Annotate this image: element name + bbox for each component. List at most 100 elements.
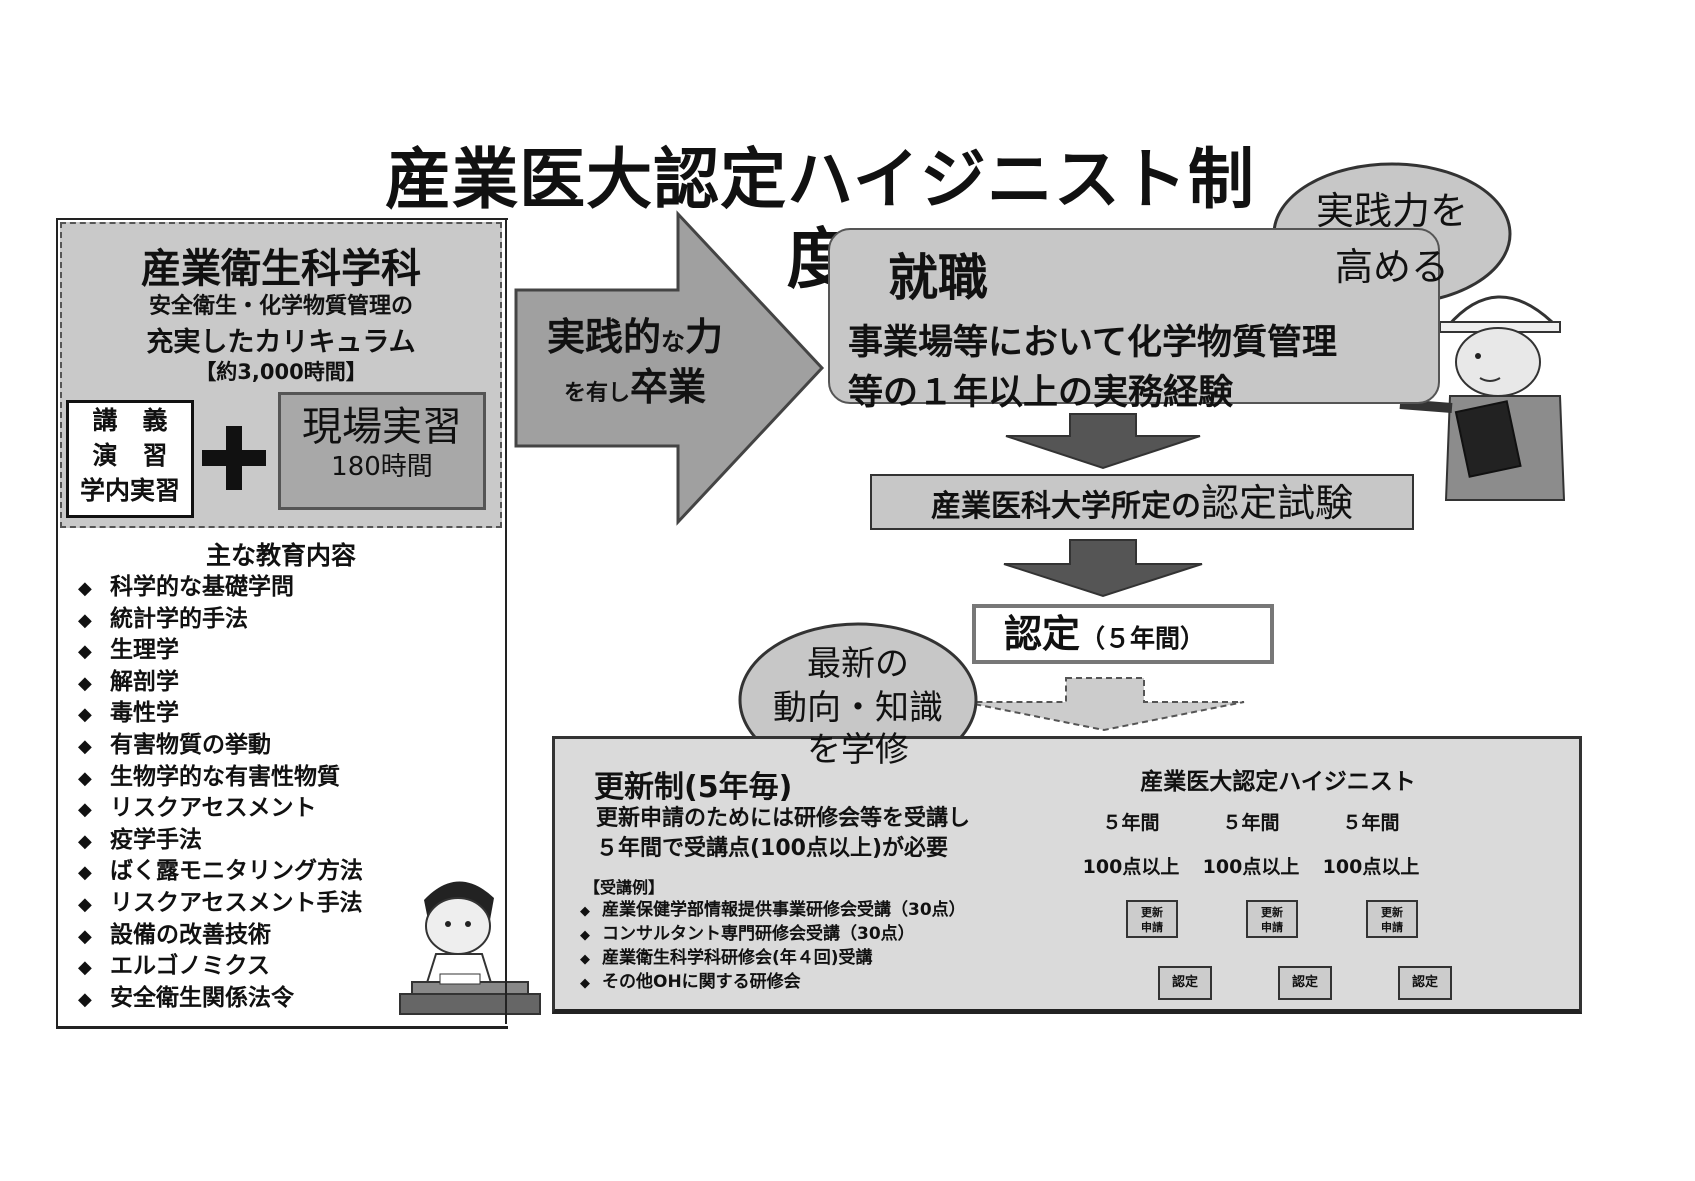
learn-bubble-line-1: 最新の: [807, 644, 909, 684]
worker-illustration: [1399, 295, 1566, 501]
diamond-bullet-icon: ◆: [78, 578, 92, 599]
education-item: ◆有害物質の挙動: [78, 730, 498, 762]
diamond-bullet-icon: ◆: [78, 609, 92, 631]
practice-bubble-line-2: 高める: [1334, 245, 1449, 289]
certification-exam-box: 産業医科大学所定の認定試験: [870, 474, 1414, 530]
campus-practice-label: 学内実習: [79, 476, 180, 505]
certification-tag: 認定: [1278, 966, 1332, 1000]
employment-desc-2: 等の１年以上の実務経験: [848, 373, 1234, 413]
department-subtitle-1: 安全衛生・化学物質管理の: [148, 294, 413, 319]
certification-box: 認定（５年間）: [972, 604, 1274, 664]
arrow-text-having: を有し: [563, 381, 630, 406]
certification-main: 認定: [1004, 612, 1081, 656]
education-item-label: 設備の改善技術: [110, 921, 271, 948]
diamond-bullet-icon: ◆: [580, 976, 590, 991]
field-practice-box: 現場実習 180時間: [278, 392, 486, 510]
graduation-arrow: [514, 210, 825, 526]
course-item: ◆ 産業衛生科学科研修会(年４回)受講: [580, 946, 966, 970]
renewal-title: 更新制(5年毎): [594, 770, 793, 805]
diamond-bullet-icon: ◆: [78, 957, 92, 979]
down-arrow-2: [1003, 539, 1203, 598]
education-item: ◆ 統計学的手法: [78, 604, 498, 636]
arrow-text-graduate: 卒業: [630, 365, 707, 409]
course-item-label: 産業衛生科学科研修会(年４回)受講: [602, 948, 873, 968]
education-item: ◆リスクアセスメント手法: [78, 888, 498, 920]
diamond-bullet-icon: ◆: [78, 862, 92, 884]
renewal-desc-2: ５年間で受講点(100点以上)が必要: [596, 836, 949, 861]
diamond-bullet-icon: ◆: [580, 928, 590, 943]
education-item-label: 統計学的手法: [110, 605, 248, 632]
timeline-years: ５年間: [1102, 812, 1160, 834]
education-list: ◆科学的な基礎学問◆統計学的手法◆生理学◆解剖学◆毒性学◆有害物質の挙動◆生物学…: [78, 572, 498, 1014]
course-item: ◆ コンサルタント専門研修会受講（30点）: [580, 922, 966, 946]
diamond-bullet-icon: ◆: [78, 925, 92, 947]
diamond-bullet-icon: ◆: [580, 952, 590, 967]
diamond-bullet-icon: ◆: [78, 830, 92, 852]
graduation-arrow-text-1: 実践的な力: [520, 314, 750, 365]
education-item-label: エルゴノミクス: [110, 953, 270, 980]
education-item-label: 生理学: [110, 637, 179, 664]
diamond-bullet-icon: ◆: [78, 735, 92, 757]
course-item: ◆ 産業保健学部情報提供事業研修会受講（30点）: [580, 898, 966, 922]
education-item: ◆ 毒性学: [78, 698, 498, 730]
education-item: ◆ 生物学的な有害性物質: [78, 762, 498, 794]
exam-main: 認定試験: [1200, 481, 1353, 525]
education-item: ◆ 科学的な基礎学問: [78, 572, 498, 604]
education-item-label: 安全衛生関係法令: [110, 984, 294, 1011]
exam-prefix: 産業医科大学所定の: [930, 489, 1201, 524]
diamond-bullet-icon: ◆: [78, 893, 92, 915]
certification-duration: （５年間）: [1080, 624, 1206, 653]
education-item: ◆ 設備の改善技術: [78, 920, 498, 952]
arrow-text-practical: 実践的: [546, 315, 661, 359]
diamond-bullet-icon: ◆: [78, 672, 92, 694]
diamond-bullet-icon: ◆: [580, 904, 590, 919]
diamond-bullet-icon: ◆: [78, 641, 92, 663]
lecture-box: 講 義 演 習 学内実習: [66, 400, 194, 518]
department-subtitle-2: 充実したカリキュラム: [146, 327, 416, 358]
field-practice-title: 現場実習: [302, 404, 462, 450]
course-example-heading: 【受講例】: [584, 878, 665, 897]
certification-tag: 認定: [1398, 966, 1452, 1000]
renewal-desc-1: 更新申請のためには研修会等を受講し: [596, 806, 971, 831]
education-item: ◆ ばく露モニタリング方法: [78, 856, 498, 888]
arrow-text-na: な: [661, 328, 685, 356]
course-item-label: コンサルタント専門研修会受講（30点）: [602, 924, 915, 944]
learn-bubble-line-3: を学修: [807, 730, 909, 770]
timeline-points: 100点以上: [1082, 856, 1180, 878]
education-item: ◆ 解剖学: [78, 667, 498, 699]
exercise-label: 演 習: [92, 441, 168, 470]
education-item-label: 解剖学: [110, 668, 179, 695]
learn-bubble-line-2: 動向・知識: [773, 688, 943, 728]
education-item-label: ばく露モニタリング方法: [110, 858, 363, 885]
department-hours: 【約3,000時間】: [195, 360, 367, 384]
department-name: 産業衛生科学科: [141, 246, 421, 292]
certification-label: 認定（５年間）: [976, 608, 1270, 665]
timeline-years: ５年間: [1222, 812, 1280, 834]
down-arrow-3-dashed: [963, 677, 1245, 732]
course-item-label: 産業保健学部情報提供事業研修会受講（30点）: [602, 900, 966, 920]
education-item: ◆疫学手法: [78, 825, 498, 857]
education-heading: 主な教育内容: [205, 541, 356, 570]
education-item-label: 毒性学: [110, 700, 179, 727]
left-panel-border: [505, 218, 507, 1024]
arrow-text-power: 力: [685, 315, 724, 359]
diamond-bullet-icon: ◆: [78, 799, 92, 821]
education-item-label: 科学的な基礎学問: [110, 574, 294, 600]
education-item: ◆ エルゴノミクス: [78, 951, 498, 983]
practice-bubble-line-1: 実践力を: [1315, 189, 1468, 233]
plus-icon-vertical: [226, 426, 242, 490]
exam-label: 産業医科大学所定の認定試験: [872, 476, 1412, 534]
diamond-bullet-icon: ◆: [78, 767, 92, 789]
course-item-label: その他OHに関する研修会: [602, 972, 801, 992]
education-item: ◆ リスクアセスメント: [78, 793, 498, 825]
diamond-bullet-icon: ◆: [78, 704, 92, 726]
education-item-label: 生物学的な有害性物質: [110, 763, 340, 790]
employment-box: [828, 228, 1440, 404]
education-item: ◆ 生理学: [78, 635, 498, 667]
left-panel: [56, 218, 508, 1029]
employment-title: 就職: [888, 249, 988, 307]
education-item-label: リスクアセスメント: [110, 795, 317, 822]
renewal-application-tag: 更新申請: [1246, 900, 1298, 938]
education-item: ◆安全衛生関係法令: [78, 983, 498, 1015]
timeline-points: 100点以上: [1322, 856, 1420, 878]
